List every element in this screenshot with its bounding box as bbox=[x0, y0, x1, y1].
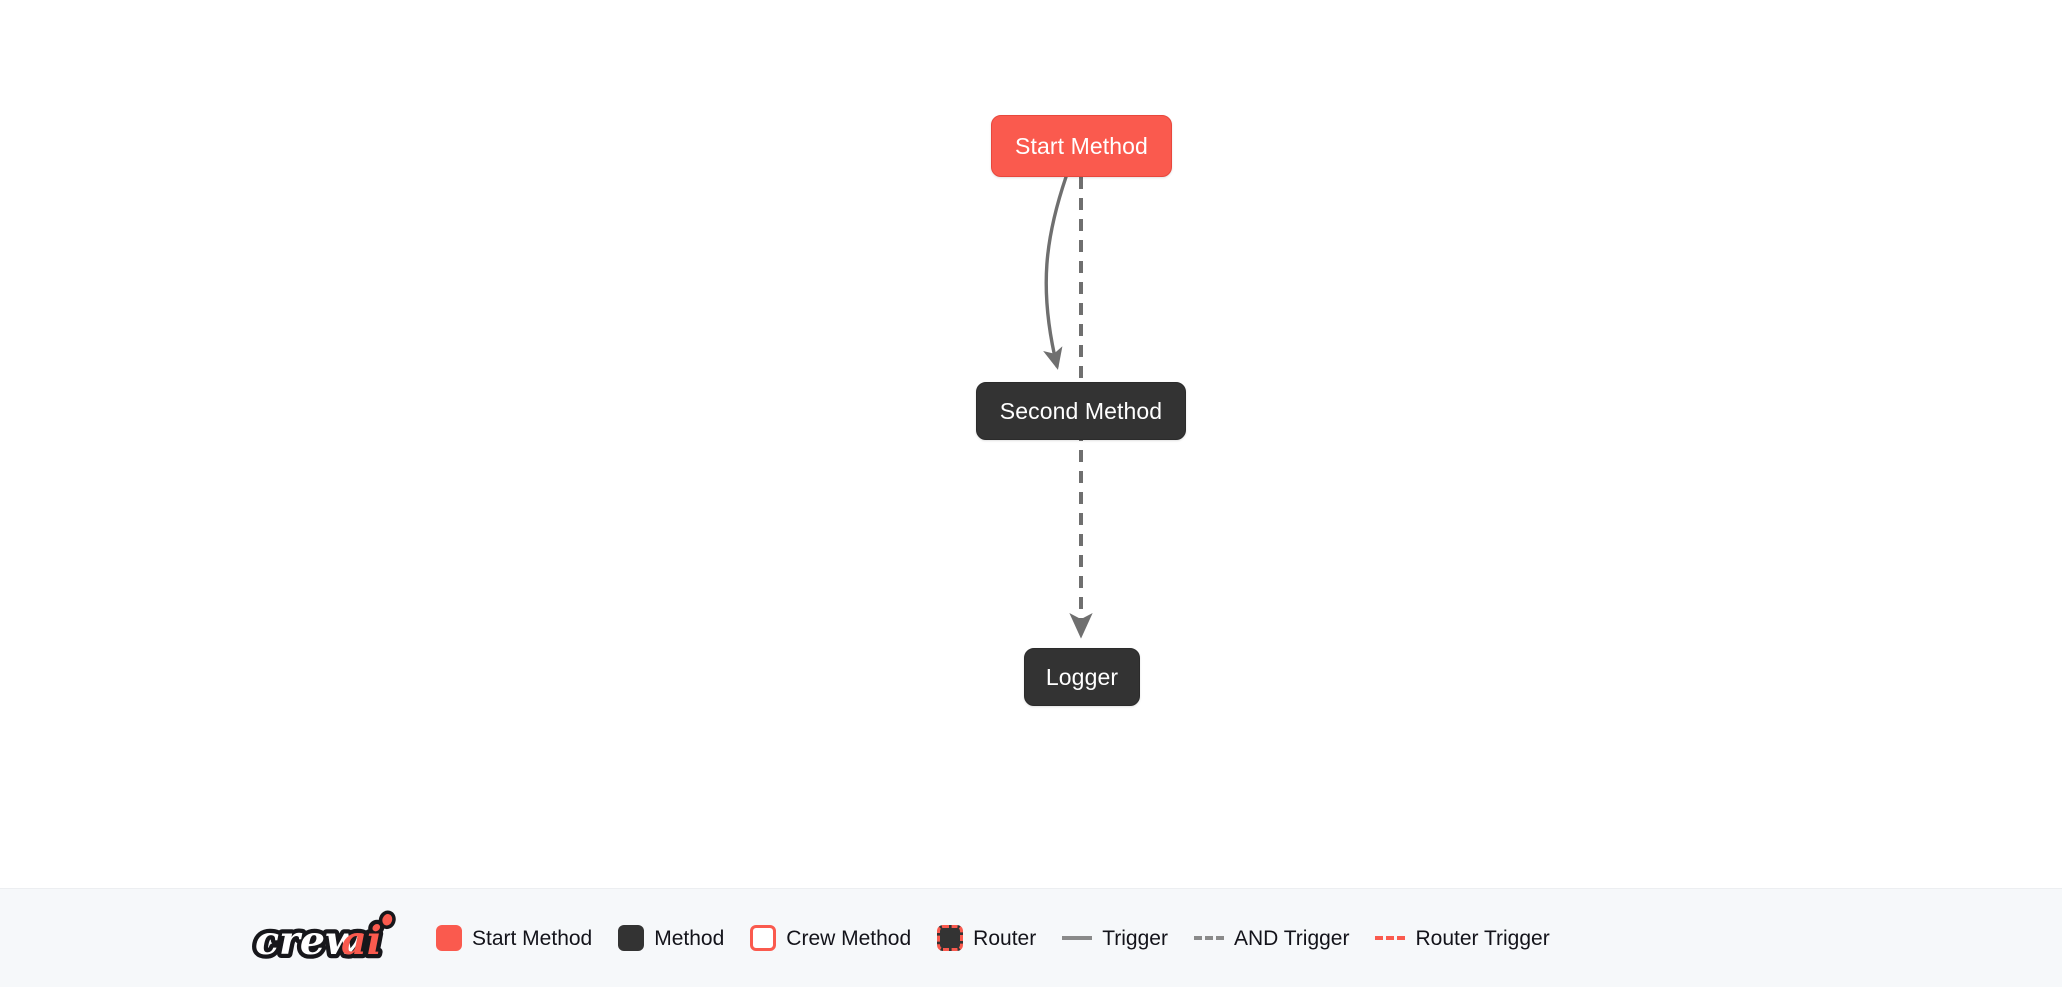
legend-label-method: Method bbox=[654, 926, 725, 950]
node-second-method-label: Second Method bbox=[999, 397, 1163, 424]
crewai-logo: crew ai crew crew ai bbox=[252, 910, 396, 969]
node-logger-label: Logger bbox=[1045, 663, 1119, 690]
svg-text:crew: crew bbox=[255, 918, 361, 964]
router-trigger-line-icon bbox=[1375, 936, 1406, 940]
legend-label-and-trigger: AND Trigger bbox=[1233, 926, 1350, 950]
legend-item-crew-method: Crew Method bbox=[750, 925, 911, 951]
legend-label-router-trigger: Router Trigger bbox=[1415, 926, 1550, 950]
edge-layer bbox=[1043, 175, 1093, 639]
svg-text:ai: ai bbox=[341, 918, 382, 964]
node-start-method[interactable]: Start Method bbox=[991, 115, 1172, 177]
svg-text:ai: ai bbox=[341, 918, 382, 964]
edge-trigger-start-to-second bbox=[1043, 175, 1068, 370]
method-swatch-icon bbox=[618, 925, 645, 951]
legend-item-trigger: Trigger bbox=[1062, 928, 1168, 949]
start-method-swatch-icon bbox=[436, 925, 462, 951]
node-logger[interactable]: Logger bbox=[1024, 648, 1140, 706]
router-swatch-icon bbox=[937, 925, 964, 951]
legend-label-start-method: Start Method bbox=[472, 926, 593, 950]
legend-item-start-method: Start Method bbox=[436, 925, 592, 951]
svg-text:crew: crew bbox=[255, 918, 361, 964]
crew-method-swatch-icon bbox=[750, 925, 777, 951]
legend-bar: crew ai crew crew ai Start Method Method… bbox=[0, 888, 2062, 987]
trigger-line-icon bbox=[1062, 936, 1093, 940]
legend-label-crew-method: Crew Method bbox=[786, 926, 912, 950]
node-start-method-label: Start Method bbox=[1015, 132, 1148, 159]
node-second-method[interactable]: Second Method bbox=[976, 382, 1186, 440]
legend-label-trigger: Trigger bbox=[1102, 926, 1168, 950]
legend-item-router-trigger: Router Trigger bbox=[1375, 926, 1550, 950]
legend-item-method: Method bbox=[618, 925, 724, 951]
legend-item-and-trigger: AND Trigger bbox=[1193, 926, 1350, 950]
legend-item-router: Router bbox=[937, 925, 1036, 951]
and-trigger-line-icon bbox=[1193, 936, 1224, 940]
legend-label-router: Router bbox=[973, 926, 1037, 950]
flow-canvas[interactable]: Start Method Second Method Logger bbox=[0, 0, 2062, 888]
